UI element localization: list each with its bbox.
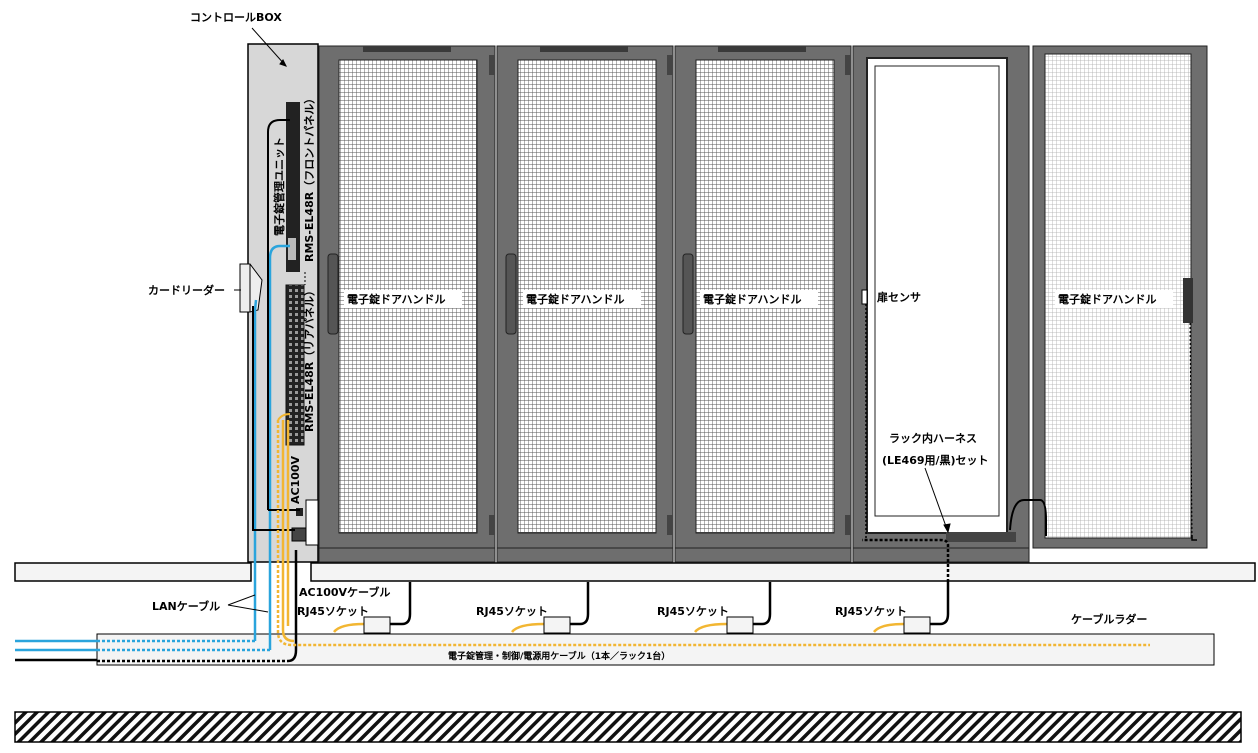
card-reader-label: カードリーダー (148, 283, 225, 297)
door-handle-1-label: 電子錠ドアハンドル (347, 292, 446, 306)
floor (14, 562, 1256, 582)
control-box-label: コントロールBOX (190, 11, 282, 24)
door-handle-3-icon (682, 253, 694, 335)
door-handle-4-label: 電子錠ドアハンドル (1058, 292, 1157, 306)
rear-panel-unit (285, 284, 305, 446)
lan-cable-label: LANケーブル (152, 599, 220, 613)
rj45-socket-2-icon (543, 616, 571, 634)
cables (15, 119, 1197, 663)
rj45-socket-1-label: RJ45ソケット (297, 605, 369, 618)
rj45-socket-4-label: RJ45ソケット (835, 605, 907, 618)
rj45-socket-2-label: RJ45ソケット (476, 605, 548, 618)
rj45-socket-4-icon (903, 616, 931, 634)
rj45-sockets (363, 616, 931, 634)
ac-cable-label: AC100Vケーブル (299, 585, 390, 599)
rj45-socket-3-label: RJ45ソケット (657, 605, 729, 618)
arrow-icon (251, 27, 287, 67)
door-handle-3-label: 電子錠ドアハンドル (703, 292, 802, 306)
ac100v-label: AC100V (289, 455, 302, 504)
door-handle-4-icon (1183, 278, 1193, 323)
front-panel-label: RMS-EL48R（フロントパネル） (303, 93, 316, 262)
harness-label-line1: ラック内ハーネス (889, 431, 977, 445)
front-panel-unit (286, 102, 300, 272)
rj45-socket-1-icon (363, 616, 391, 634)
cable-ladder-label: ケーブルラダー (1071, 612, 1147, 626)
door-sensor-label: 扉センサ (877, 290, 921, 304)
ground-hatch (14, 711, 1242, 743)
lock-unit-label: 電子錠管理ユニット (272, 137, 286, 236)
door-sensor-icon (861, 289, 868, 305)
door-handle-1-icon (327, 253, 339, 335)
harness-label-line2: (LE469用/黒)セット (882, 454, 989, 467)
card-reader (239, 263, 263, 313)
rj45-socket-3-icon (726, 616, 754, 634)
rear-panel-label: RMS-EL48R（リアパネル） (303, 285, 316, 432)
cable-note-label: 電子錠管理・制御/電源用ケーブル（1本／ラック1台） (448, 650, 670, 662)
rack-4-open (852, 45, 1030, 563)
leader-lines (227, 27, 951, 613)
door-handle-2-icon (505, 253, 517, 335)
door-handle-2-label: 電子錠ドアハンドル (526, 292, 625, 306)
